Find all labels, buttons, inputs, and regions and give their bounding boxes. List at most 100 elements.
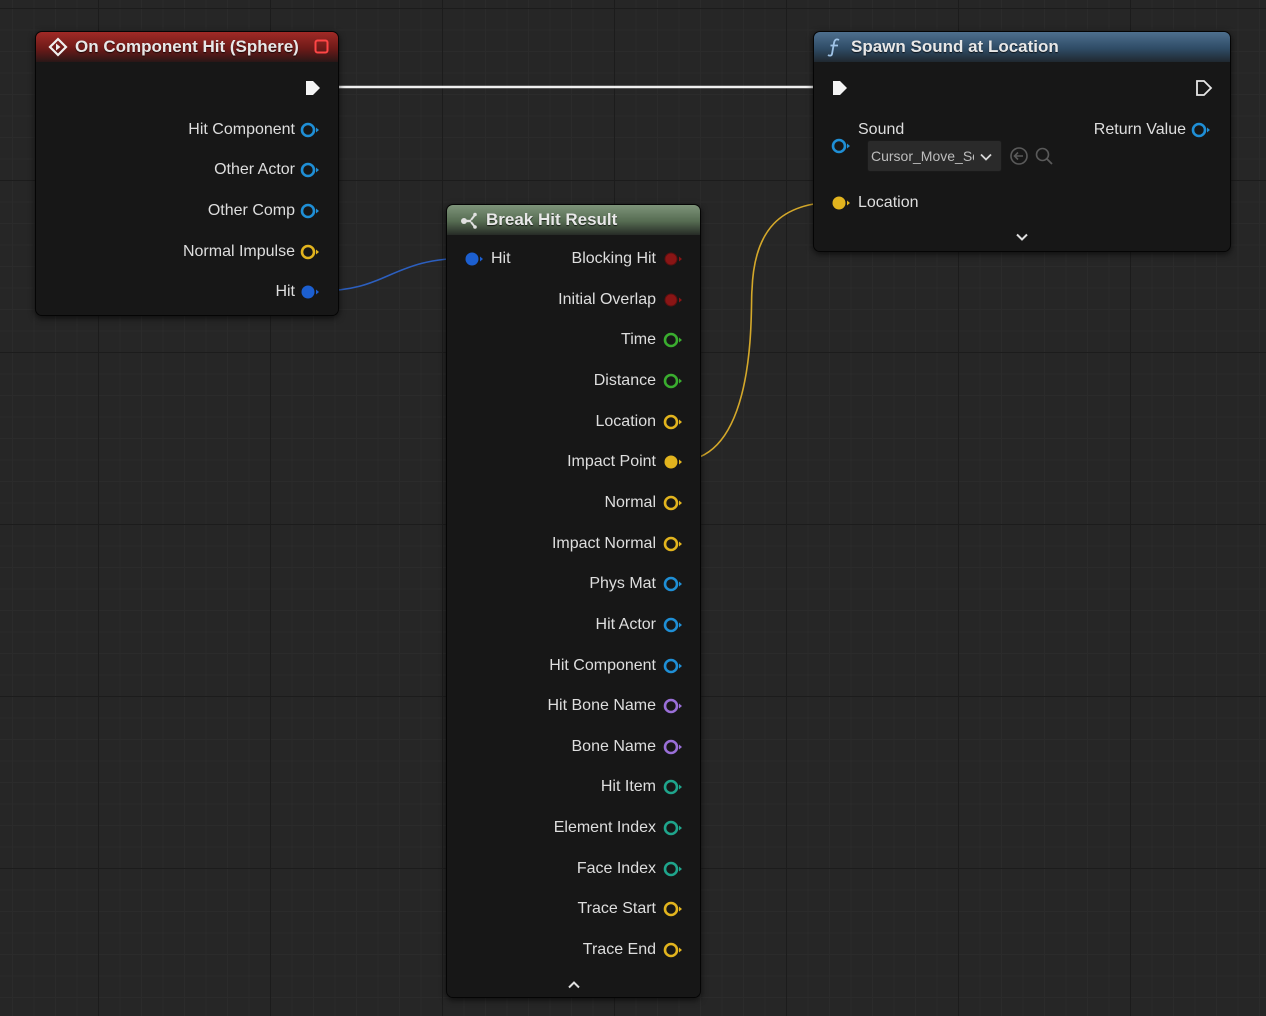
pin-row-hit-component[interactable]: Hit Component (476, 655, 656, 677)
object-pin-icon[interactable] (300, 122, 320, 143)
exec-in-pin[interactable] (831, 79, 849, 102)
break-node-title: Break Hit Result (486, 210, 618, 229)
float-pin-icon[interactable] (663, 332, 683, 353)
pin-row-trace-end[interactable]: Trace End (476, 939, 656, 961)
pin-row-element-index[interactable]: Element Index (476, 817, 656, 839)
chevron-down-icon[interactable] (1015, 230, 1029, 249)
pin-label-location: Location (858, 194, 919, 211)
sound-asset-dropdown[interactable]: Cursor_Move_Sc (867, 140, 1002, 172)
pin-row-normal[interactable]: Normal (476, 492, 656, 514)
pin-row-initial-overlap[interactable]: Initial Overlap (476, 289, 656, 311)
vector-pin-icon[interactable] (663, 942, 683, 963)
pin-row-other-comp[interactable]: Other Comp (75, 200, 295, 222)
chevron-up-icon[interactable] (567, 978, 581, 997)
vector-pin-icon[interactable] (663, 454, 683, 475)
event-node-header[interactable]: On Component Hit (Sphere) (36, 32, 338, 62)
pin-row-blocking-hit[interactable]: Blocking Hit (476, 248, 656, 270)
pin-row-trace-start[interactable]: Trace Start (476, 898, 656, 920)
pin-row-hit-input: Hit (491, 248, 511, 270)
pin-row-location[interactable]: Location (476, 411, 657, 433)
pin-row-impact-normal[interactable]: Impact Normal (476, 533, 656, 555)
bool-pin-icon[interactable] (663, 251, 683, 272)
int-pin-icon[interactable] (663, 779, 683, 800)
pin-label-hit-component: Hit Component (188, 121, 295, 138)
pin-label-face-index: Face Index (576, 860, 656, 877)
pin-row-face-index[interactable]: Face Index (476, 858, 656, 880)
object-pin-icon[interactable] (300, 203, 320, 224)
pin-label-blocking-hit: Blocking Hit (571, 250, 656, 267)
object-pin-icon[interactable] (663, 576, 683, 597)
object-pin-icon[interactable] (300, 162, 320, 183)
object-pin-icon[interactable] (663, 658, 683, 679)
vector-pin-icon[interactable] (663, 901, 683, 922)
function-f-icon (826, 37, 844, 57)
float-pin-icon[interactable] (663, 373, 683, 394)
pin-row-time[interactable]: Time (476, 329, 656, 351)
pin-row-normal-impulse[interactable]: Normal Impulse (75, 241, 295, 263)
break-node-body (447, 235, 700, 997)
pin-label-hit-item: Hit Item (600, 778, 656, 795)
pin-label-distance: Distance (593, 372, 656, 389)
pin-label-other-actor: Other Actor (214, 161, 295, 178)
exec-out-pin[interactable] (304, 79, 322, 102)
pin-label-time: Time (621, 331, 656, 348)
pin-row-hit[interactable]: Hit (75, 281, 295, 303)
vector-pin-icon[interactable] (300, 244, 320, 265)
vector-pin-icon[interactable] (663, 536, 683, 557)
bool-pin-icon[interactable] (663, 292, 683, 313)
event-diamond-icon (48, 37, 68, 57)
pin-row-hit-actor[interactable]: Hit Actor (476, 614, 656, 636)
vector-pin-icon[interactable] (663, 414, 683, 435)
pin-row-bone-name[interactable]: Bone Name (476, 736, 657, 758)
function-node-spawn-sound-at-location[interactable]: Spawn Sound at Location Sound Cursor_Mov… (813, 31, 1231, 252)
pin-label-impact-point: Impact Point (567, 453, 656, 470)
pin-row-phys-mat[interactable]: Phys Mat (476, 573, 656, 595)
exec-out-pin[interactable] (1195, 79, 1213, 102)
pin-label-normal: Normal (604, 494, 656, 511)
search-icon[interactable] (1034, 146, 1054, 171)
pin-row-return-value[interactable]: Return Value (986, 119, 1186, 141)
struct-pin-icon[interactable] (464, 251, 484, 272)
name-pin-icon[interactable] (663, 739, 683, 760)
sound-asset-value: Cursor_Move_Sc (871, 148, 974, 164)
object-pin-icon[interactable] (1191, 122, 1211, 143)
vector-pin-icon[interactable] (831, 195, 851, 216)
pin-row-distance[interactable]: Distance (476, 370, 656, 392)
pin-row-hit-component[interactable]: Hit Component (75, 119, 295, 141)
pin-label-phys-mat: Phys Mat (589, 575, 656, 592)
pin-row-sound: Sound (858, 119, 904, 141)
pin-label-normal-impulse: Normal Impulse (182, 243, 295, 260)
pin-row-hit-bone-name[interactable]: Hit Bone Name (476, 695, 657, 717)
struct-pin-icon[interactable] (300, 284, 320, 305)
object-pin-icon[interactable] (831, 138, 851, 159)
pin-label-location: Location (595, 413, 657, 430)
event-node-body (36, 62, 338, 315)
break-node-header[interactable]: Break Hit Result (447, 205, 700, 235)
pin-label-hit-input: Hit (491, 250, 511, 267)
name-pin-icon[interactable] (663, 698, 683, 719)
pin-row-hit-item[interactable]: Hit Item (476, 776, 656, 798)
pin-label-other-comp: Other Comp (207, 202, 295, 219)
pin-label-initial-overlap: Initial Overlap (558, 291, 656, 308)
pin-label-hit-actor: Hit Actor (595, 616, 656, 633)
pin-row-impact-point[interactable]: Impact Point (476, 451, 656, 473)
function-node-header[interactable]: Spawn Sound at Location (814, 32, 1230, 62)
arrow-left-circle-icon[interactable] (1009, 146, 1029, 171)
pin-row-other-actor[interactable]: Other Actor (75, 159, 295, 181)
int-pin-icon[interactable] (663, 861, 683, 882)
pin-label-hit-component: Hit Component (549, 657, 656, 674)
object-pin-icon[interactable] (663, 617, 683, 638)
pin-label-hit-bone-name: Hit Bone Name (547, 697, 657, 714)
pin-label-bone-name: Bone Name (571, 738, 657, 755)
chevron-down-icon (979, 150, 993, 167)
int-pin-icon[interactable] (663, 820, 683, 841)
pin-label-trace-start: Trace Start (577, 900, 656, 917)
event-node-on-component-hit[interactable]: On Component Hit (Sphere) Hit Component … (35, 31, 339, 316)
pin-label-impact-normal: Impact Normal (551, 535, 656, 552)
red-square-icon (314, 39, 329, 59)
pin-row-location: Location (858, 192, 919, 214)
pin-label-sound: Sound (858, 121, 905, 138)
break-struct-icon (459, 210, 479, 230)
vector-pin-icon[interactable] (663, 495, 683, 516)
